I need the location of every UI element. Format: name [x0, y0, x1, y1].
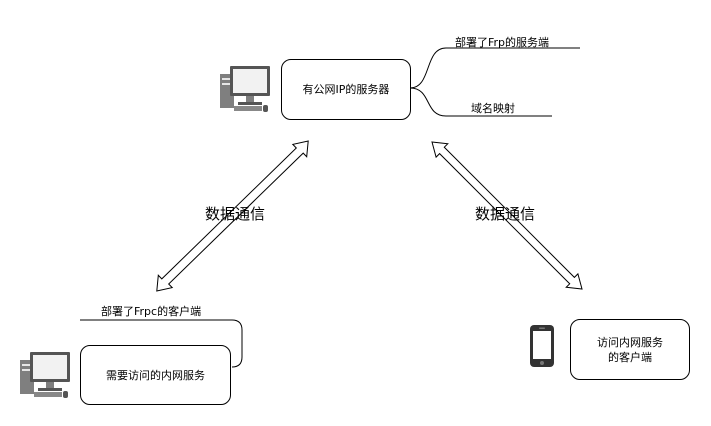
server-annotation-domain: 域名映射: [471, 102, 515, 115]
client-node-label-line2: 的客户端: [608, 350, 652, 364]
mobile-phone-icon: [530, 325, 554, 367]
edge-label-left: 数据通信: [205, 205, 266, 223]
intranet-node-label: 需要访问的内网服务: [106, 368, 205, 382]
intranet-service-node: 需要访问的内网服务: [80, 345, 231, 405]
intranet-annotation-bracket: [80, 319, 243, 368]
intranet-annotation-frpc: 部署了Frpc的客户端: [101, 305, 202, 318]
server-node-label: 有公网IP的服务器: [302, 83, 390, 96]
computer-icon: [20, 352, 70, 398]
client-node-label-line1: 访问内网服务: [597, 335, 663, 349]
bidirectional-arrow-left: [156, 140, 309, 292]
server-annotation-brace: [409, 47, 580, 117]
edge-label-right: 数据通信: [475, 205, 536, 223]
server-annotation-frp: 部署了Frp的服务端: [455, 36, 550, 49]
bidirectional-arrow-right: [431, 141, 583, 290]
client-node: 访问内网服务 的客户端: [570, 319, 690, 380]
computer-icon: [220, 66, 270, 112]
server-node: 有公网IP的服务器: [281, 59, 411, 120]
